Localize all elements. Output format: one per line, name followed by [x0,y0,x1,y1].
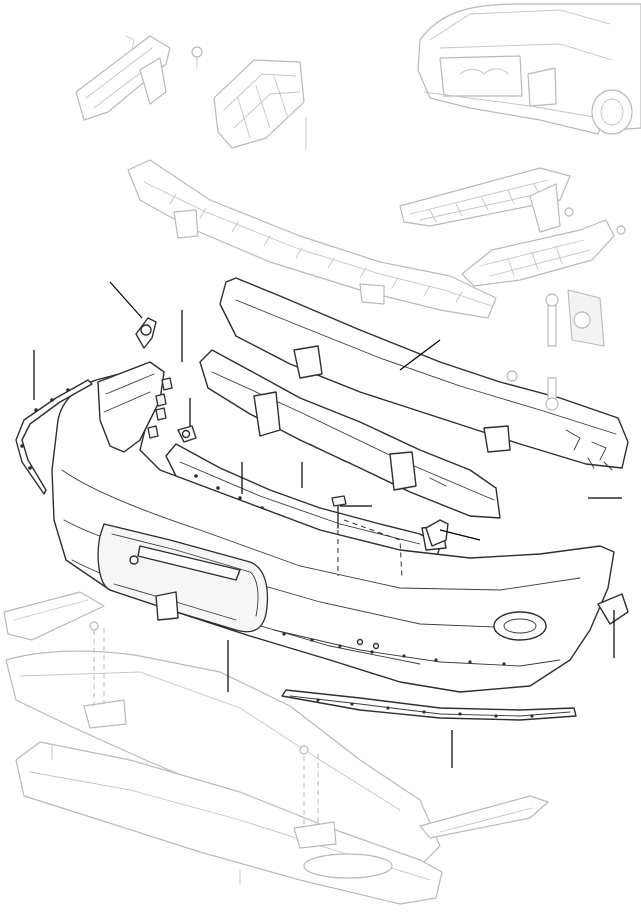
side-clip [177,425,197,443]
right-extension [461,219,626,287]
cover-clip-row [282,632,506,666]
energy-absorber-foam [199,349,501,519]
right-mounting-bracket [399,167,574,233]
screw [331,495,403,579]
upper-trim-panel [219,277,629,471]
right-stud-assembly [506,289,605,411]
inner-bracket [97,361,173,453]
leader-upper-trim-panel [399,339,441,371]
leader-absorber-end [439,529,481,541]
leader-lines [33,281,622,768]
lower-splash-shield [15,741,549,905]
side-reflector [493,611,547,641]
clip [135,317,157,349]
car-rear-view [417,3,641,135]
undertray [3,591,441,867]
rear-bumper-cover [51,365,629,693]
leader-clip [109,281,143,319]
bracket-clips [147,377,173,439]
bumper-beam [127,159,497,319]
lower-moulding-strip [281,689,577,721]
left-mounting-bracket [213,59,307,151]
side-moulding-strip [15,379,93,495]
left-bracket [75,35,203,121]
